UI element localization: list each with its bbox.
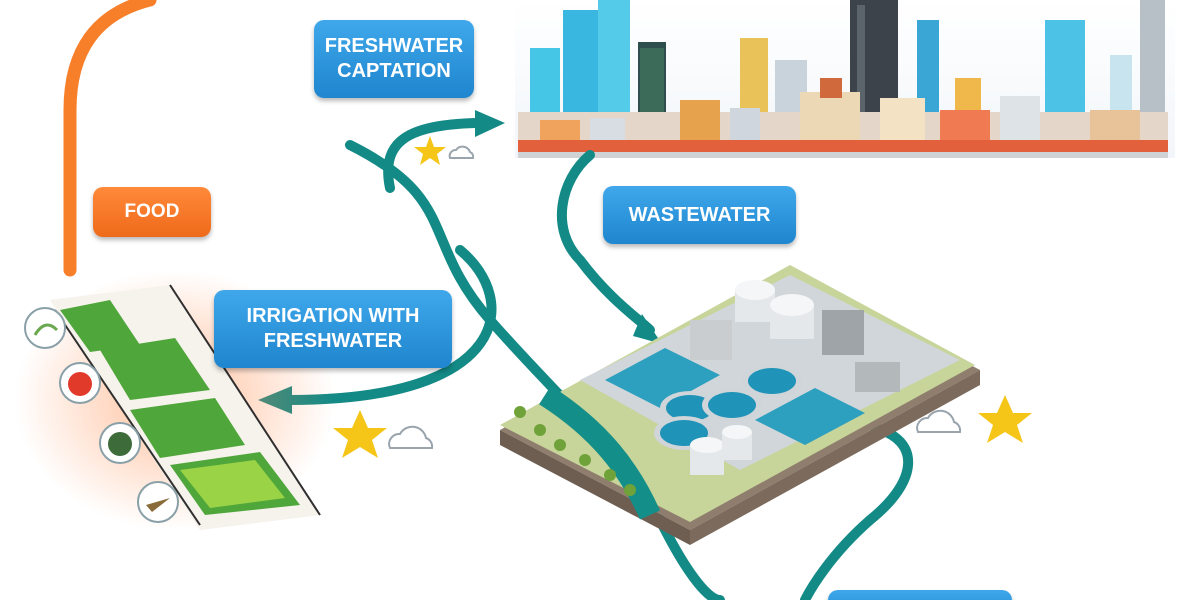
cloud-icon xyxy=(448,145,475,159)
city-skyline xyxy=(515,0,1175,158)
star-icon xyxy=(978,395,1032,443)
freshwater-captation-line-1: FRESHWATER xyxy=(324,35,464,57)
star-icon xyxy=(414,136,446,165)
bottom-right-label xyxy=(828,590,1012,600)
irrigation-line-2: FRESHWATER xyxy=(263,330,403,352)
wastewater-treatment-plant xyxy=(500,265,980,545)
cloud-icon xyxy=(388,425,434,449)
irrigation-line-1: IRRIGATION WITH xyxy=(246,305,420,327)
food-label-text: FOOD xyxy=(124,201,180,223)
star-icon xyxy=(333,410,387,458)
irrigation-label: IRRIGATION WITH FRESHWATER xyxy=(214,290,452,368)
food-flow-line xyxy=(63,0,157,277)
return-flow-line xyxy=(800,423,914,600)
arrow-head-icon xyxy=(475,110,505,137)
crop-field xyxy=(15,270,335,530)
food-label: FOOD xyxy=(93,187,211,237)
wastewater-flow-line xyxy=(556,150,655,335)
freshwater-captation-label: FRESHWATER CAPTATION xyxy=(314,20,474,98)
wastewater-label: WASTEWATER xyxy=(603,186,796,244)
irrigation-flow-line xyxy=(285,245,497,405)
cloud-icon xyxy=(916,409,962,433)
captation-flow-line xyxy=(383,118,480,193)
arrow-head-icon xyxy=(633,314,662,344)
wastewater-label-text: WASTEWATER xyxy=(628,203,771,226)
onion-icon xyxy=(24,307,66,349)
freshwater-captation-line-2: CAPTATION xyxy=(337,60,451,82)
